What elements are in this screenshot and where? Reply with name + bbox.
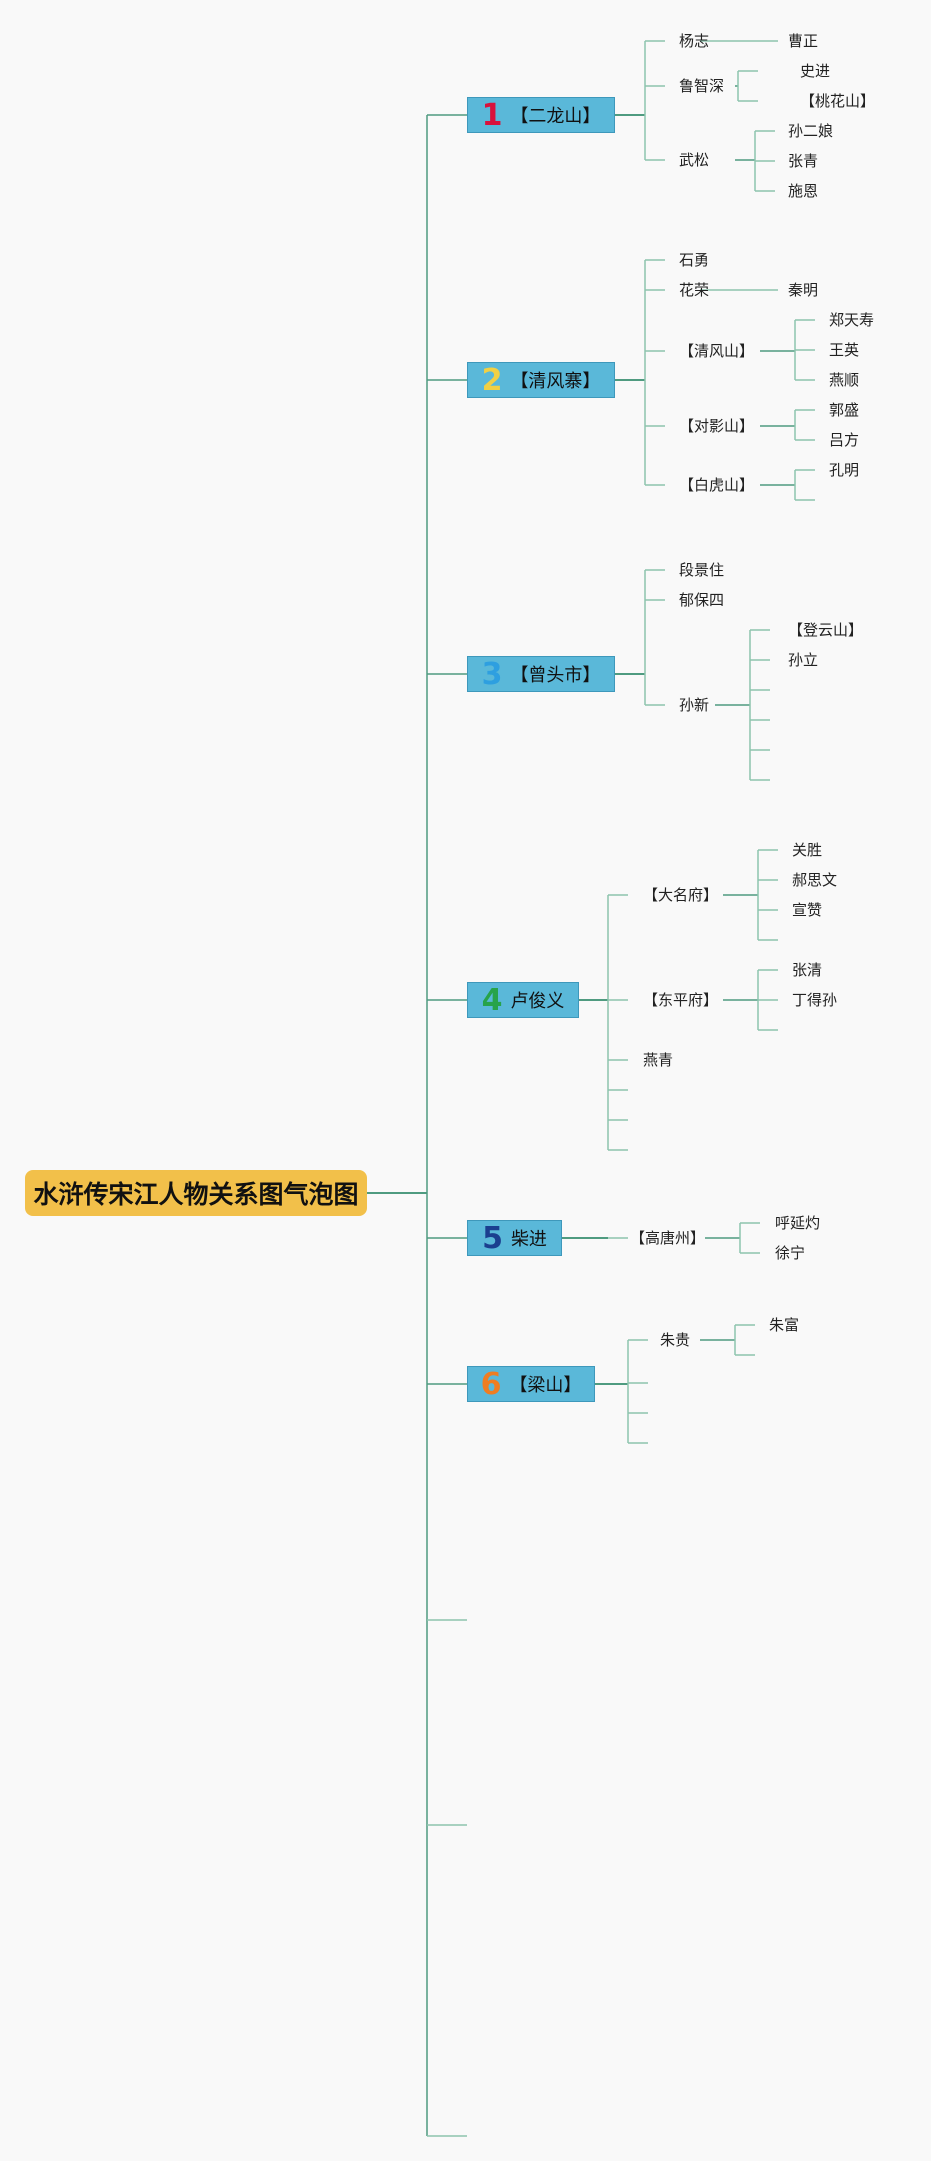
child-topic[interactable]: 鲁智深 <box>679 77 725 95</box>
grandchild-topic[interactable]: 郑天寿 <box>829 311 875 329</box>
grandchild-topic[interactable]: 孔明 <box>829 461 860 479</box>
grandchild-topic[interactable]: 孙立 <box>788 651 819 669</box>
branch-number: 4 <box>481 982 503 1018</box>
branch-label: 卢俊义 <box>510 991 565 1012</box>
grandchild-topic[interactable]: 张青 <box>788 152 819 170</box>
child-topic[interactable]: 石勇 <box>679 251 710 269</box>
grandchild-topic[interactable]: 宣赞 <box>792 901 823 919</box>
grandchild-topic[interactable]: 孙二娘 <box>788 122 834 140</box>
child-topic[interactable]: 朱贵 <box>660 1331 691 1349</box>
child-topic[interactable]: 孙新 <box>679 696 710 714</box>
grandchild-topic[interactable]: 关胜 <box>792 841 823 859</box>
grandchild-topic[interactable]: 曹正 <box>788 32 819 50</box>
child-topic[interactable]: 【白虎山】 <box>679 476 755 494</box>
branch-label: 【清风寨】 <box>510 371 601 392</box>
grandchild-topic[interactable]: 施恩 <box>788 182 819 200</box>
grandchild-topic[interactable]: 史进 <box>800 62 831 80</box>
child-topic[interactable]: 花荣 <box>679 281 710 299</box>
root-topic-label: 水浒传宋江人物关系图气泡图 <box>33 1180 359 1209</box>
branch-topic-1[interactable]: 1 【二龙山】 <box>467 97 615 133</box>
grandchild-topic[interactable]: 燕顺 <box>829 371 860 389</box>
branch-topic-6[interactable]: 6 【梁山】 <box>467 1366 595 1402</box>
grandchild-topic[interactable]: 郝思文 <box>792 871 838 889</box>
child-topic[interactable]: 【大名府】 <box>643 886 719 904</box>
grandchild-topic[interactable]: 秦明 <box>788 281 819 299</box>
branch-label: 【曾头市】 <box>510 665 601 686</box>
branch-topic-3[interactable]: 3 【曾头市】 <box>467 656 615 692</box>
grandchild-topic[interactable]: 郭盛 <box>829 401 860 419</box>
branch-topic-5[interactable]: 5 柴进 <box>467 1220 562 1256</box>
child-topic[interactable]: 武松 <box>679 151 710 169</box>
branch-topic-2[interactable]: 2 【清风寨】 <box>467 362 615 398</box>
child-topic[interactable]: 杨志 <box>679 32 710 50</box>
child-topic[interactable]: 【东平府】 <box>643 991 719 1009</box>
grandchild-topic[interactable]: 吕方 <box>829 431 860 449</box>
grandchild-topic[interactable]: 呼延灼 <box>775 1214 821 1232</box>
branch-topic-4[interactable]: 4 卢俊义 <box>467 982 579 1018</box>
grandchild-topic[interactable]: 张清 <box>792 961 823 979</box>
branch-label: 【梁山】 <box>509 1375 582 1396</box>
child-topic[interactable]: 段景住 <box>679 561 725 579</box>
branch-number: 5 <box>482 1220 503 1256</box>
child-topic[interactable]: 燕青 <box>643 1051 674 1069</box>
branch-number: 2 <box>481 362 503 398</box>
branch-label: 柴进 <box>510 1229 547 1250</box>
grandchild-topic[interactable]: 丁得孙 <box>792 991 838 1009</box>
grandchild-topic[interactable]: 【桃花山】 <box>800 92 876 110</box>
child-topic[interactable]: 【对影山】 <box>679 417 755 435</box>
child-topic[interactable]: 郁保四 <box>679 591 725 609</box>
grandchild-topic[interactable]: 朱富 <box>769 1316 800 1334</box>
branch-number: 6 <box>480 1366 502 1402</box>
root-topic[interactable]: 水浒传宋江人物关系图气泡图 <box>25 1170 367 1216</box>
child-topic[interactable]: 【清风山】 <box>679 342 755 360</box>
grandchild-topic[interactable]: 王英 <box>829 341 860 359</box>
branch-number: 1 <box>481 97 503 133</box>
branch-number: 3 <box>481 656 503 692</box>
branch-label: 【二龙山】 <box>510 106 601 127</box>
child-topic[interactable]: 【高唐州】 <box>630 1229 706 1247</box>
grandchild-topic[interactable]: 徐宁 <box>775 1244 806 1262</box>
grandchild-topic[interactable]: 【登云山】 <box>788 621 864 639</box>
